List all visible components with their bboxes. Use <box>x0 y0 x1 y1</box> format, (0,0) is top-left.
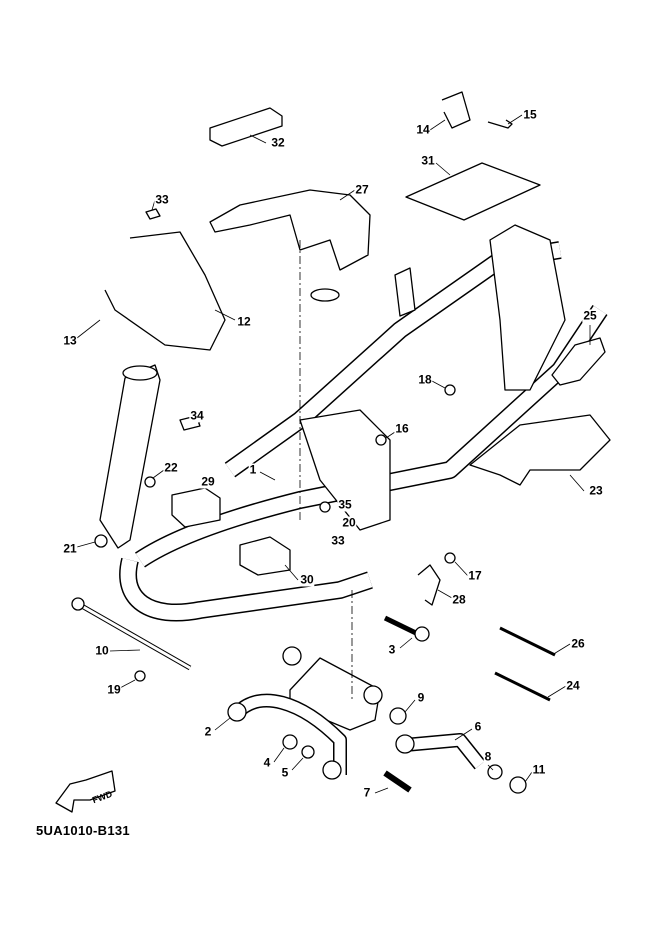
part-3 <box>383 615 422 638</box>
part-5 <box>301 745 315 759</box>
part-22 <box>144 476 156 488</box>
part-15 <box>487 119 513 129</box>
part-7 <box>383 770 412 793</box>
part-23 <box>469 414 611 486</box>
fwd-arrow-icon <box>55 770 116 813</box>
part-31 <box>405 162 541 221</box>
callout-33: 33 <box>154 192 170 207</box>
part-28 <box>417 564 441 606</box>
part-17 <box>444 552 456 564</box>
part-20 <box>319 501 331 513</box>
part-14 <box>441 91 471 129</box>
callout-10: 10 <box>94 643 110 658</box>
callout-25: 25 <box>582 308 598 323</box>
callout-20: 20 <box>341 515 357 530</box>
part-18 <box>444 384 456 396</box>
callout-32: 32 <box>270 135 286 150</box>
callout-27: 27 <box>354 182 370 197</box>
callout-8: 8 <box>483 749 493 764</box>
part-30 <box>239 536 291 576</box>
callout-1: 1 <box>248 462 258 477</box>
callout-23: 23 <box>588 483 604 498</box>
part-25 <box>551 337 606 386</box>
part-16 <box>375 434 387 446</box>
callout-31: 31 <box>420 153 436 168</box>
callout-5: 5 <box>280 765 290 780</box>
callout-33: 33 <box>330 533 346 548</box>
part-19 <box>134 670 146 682</box>
callout-34: 34 <box>189 408 205 423</box>
callout-22: 22 <box>163 460 179 475</box>
callout-3: 3 <box>387 642 397 657</box>
callout-16: 16 <box>394 421 410 436</box>
callout-24: 24 <box>565 678 581 693</box>
callout-15: 15 <box>522 107 538 122</box>
callout-18: 18 <box>417 372 433 387</box>
part-32 <box>209 107 283 147</box>
frame-rear-tower <box>489 224 566 391</box>
part-33a <box>145 208 161 220</box>
callout-35: 35 <box>337 497 353 512</box>
callout-19: 19 <box>106 682 122 697</box>
part-29 <box>171 487 221 528</box>
callout-21: 21 <box>62 541 78 556</box>
callout-6: 6 <box>473 719 483 734</box>
callout-28: 28 <box>451 592 467 607</box>
part-27 <box>209 189 371 271</box>
callout-30: 30 <box>299 572 315 587</box>
frame-head-tube <box>99 364 161 549</box>
part-21 <box>94 534 108 548</box>
callout-12: 12 <box>236 314 252 329</box>
leader-lines <box>76 114 591 794</box>
part-24 <box>494 671 551 702</box>
callout-13: 13 <box>62 333 78 348</box>
callout-7: 7 <box>362 785 372 800</box>
part-4 <box>282 734 298 750</box>
diagram-code: 5UA1010-B131 <box>36 823 130 838</box>
frame-cross-member <box>299 409 391 531</box>
part-12 <box>104 231 226 351</box>
callout-11: 11 <box>531 762 547 777</box>
part-27-foot <box>310 288 340 302</box>
callout-29: 29 <box>200 474 216 489</box>
callout-17: 17 <box>467 568 483 583</box>
callout-4: 4 <box>262 755 272 770</box>
callout-2: 2 <box>203 724 213 739</box>
callout-26: 26 <box>570 636 586 651</box>
frame-post <box>394 267 416 317</box>
part-9 <box>389 707 407 725</box>
part-11 <box>509 776 527 794</box>
callout-14: 14 <box>415 122 431 137</box>
part-26 <box>499 626 556 657</box>
callout-9: 9 <box>416 690 426 705</box>
